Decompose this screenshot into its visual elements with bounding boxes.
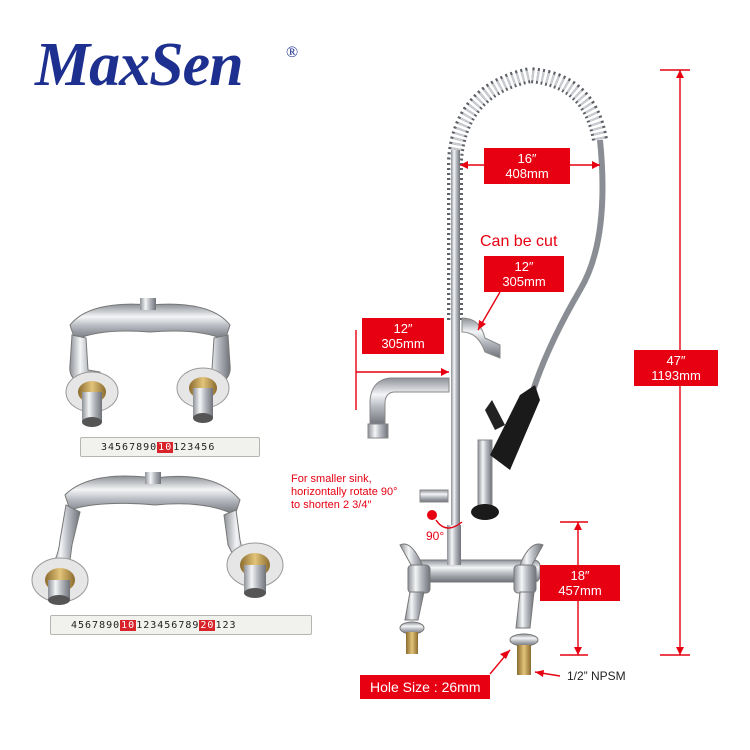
cut-length-label: 12″ 305mm: [484, 256, 564, 292]
cut-length-mm: 305mm: [502, 274, 546, 289]
rotation-note-line-1: For smaller sink,: [291, 473, 372, 485]
hose-reach-label: 16″ 408mm: [484, 148, 570, 184]
hose-reach-mm: 408mm: [505, 166, 549, 181]
base-height-mm: 457mm: [558, 583, 602, 598]
ruler-top-digits: 34567890: [101, 442, 158, 453]
rotation-note-line-2: horizontally rotate 90°: [291, 486, 398, 498]
total-height-mm: 1193mm: [651, 368, 701, 383]
brand-logo: MaxSen ®: [35, 30, 298, 101]
thread-label: 1/2” NPSM: [567, 669, 626, 683]
ruler-top-digits-after: 123456: [173, 442, 216, 453]
cut-length-inch: 12″: [514, 259, 534, 274]
base-height-inch: 18″: [570, 568, 590, 583]
base-height-label: 18″ 457mm: [540, 565, 620, 601]
ruler-bottom-digits: 4567890: [71, 620, 121, 631]
ruler-bottom-mark-2: 20: [199, 620, 216, 631]
hose-reach-inch: 16″: [517, 151, 537, 166]
rotation-note-line-3: to shorten 2 3/4″: [291, 499, 372, 511]
ruler-bottom-mark: 10: [120, 620, 137, 631]
ruler-bottom-digits-after: 123: [215, 620, 237, 631]
spout-length-label: 12″ 305mm: [362, 318, 444, 354]
pre-rinse-faucet: [367, 66, 608, 675]
bridge-fitting-long: [31, 472, 284, 605]
can-be-cut-text: Can be cut: [480, 233, 558, 250]
spout-length-inch: 12″: [393, 321, 413, 336]
spout-length-mm: 305mm: [381, 336, 425, 351]
angle-label: 90°: [426, 529, 445, 543]
brand-name: MaxSen: [35, 31, 244, 99]
total-height-label: 47″ 1193mm: [634, 350, 718, 386]
rotation-note: For smaller sink, horizontally rotate 90…: [291, 473, 398, 512]
ruler-top: 3456789010123456: [80, 437, 260, 457]
ruler-bottom: 45678901012345678920123: [50, 615, 312, 635]
ruler-bottom-digits-mid: 123456789: [136, 620, 200, 631]
registered-mark: ®: [286, 44, 298, 61]
hole-size-label: Hole Size : 26mm: [360, 675, 491, 699]
bridge-fitting-short: [65, 298, 231, 427]
total-height-inch: 47″: [666, 353, 686, 368]
ruler-top-mark: 10: [157, 442, 174, 453]
